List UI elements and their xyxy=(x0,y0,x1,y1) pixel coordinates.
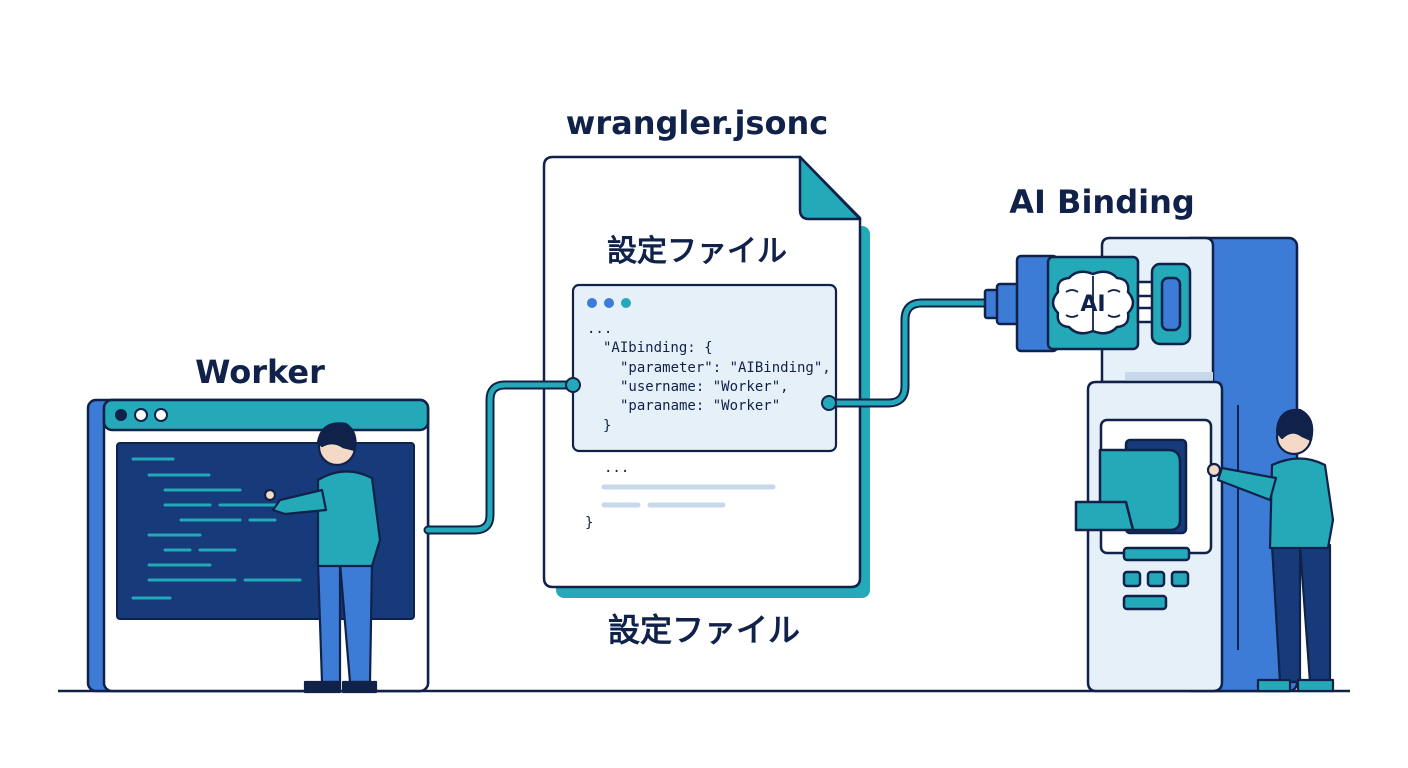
connector-file-to-ai xyxy=(821,298,990,411)
code-line-username: "username: "Worker", xyxy=(620,379,789,395)
placeholder-lines xyxy=(601,484,776,508)
window-dot-icon xyxy=(134,408,148,422)
file-heading: 設定ファイル xyxy=(607,234,787,269)
config-file-title: wrangler.jsonc xyxy=(566,104,828,142)
code-line-binding: "AIbinding: { xyxy=(603,340,713,356)
file-line-close: } xyxy=(585,515,593,531)
person-icon xyxy=(1206,408,1335,693)
ai-machine-icon xyxy=(983,236,1299,693)
file-caption: 設定ファイル xyxy=(608,611,800,649)
ai-binding-title: AI Binding xyxy=(1009,183,1195,221)
brain-icon xyxy=(1051,270,1135,335)
worker-title: Worker xyxy=(195,353,325,391)
code-lines-decor xyxy=(131,457,302,600)
code-line-close: } xyxy=(603,418,611,434)
window-dot-icon xyxy=(154,408,168,422)
window-dot-icon xyxy=(115,409,127,421)
connector-worker-to-file xyxy=(423,377,581,535)
file-line-ellipsis: ... xyxy=(604,460,629,476)
person-icon xyxy=(263,422,382,694)
brain-label: AI xyxy=(1080,292,1105,317)
code-line-parameter: "parameter": "AIBinding", xyxy=(620,360,831,376)
code-line-ellipsis: ... xyxy=(587,321,612,337)
code-panel xyxy=(571,283,838,453)
code-line-paraname: "paraname: "Worker" xyxy=(620,398,780,414)
